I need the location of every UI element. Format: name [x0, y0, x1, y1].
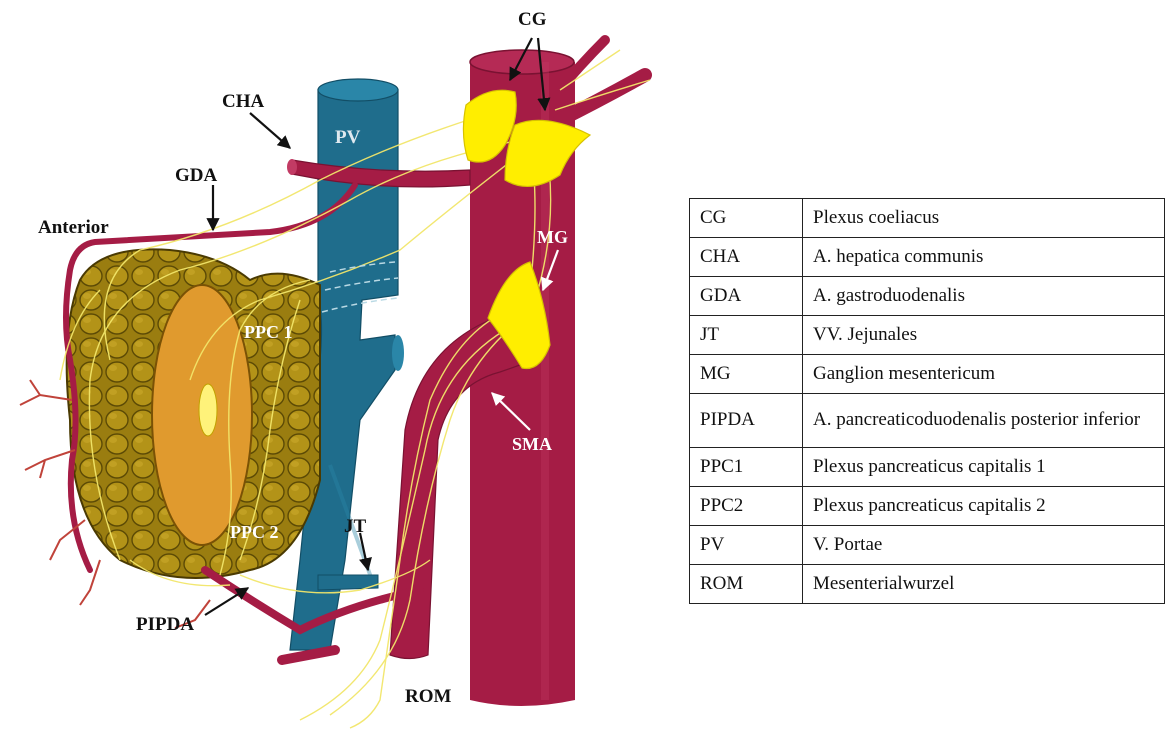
label-cg: CG [518, 9, 547, 30]
legend-row: PV V. Portae [690, 526, 1165, 565]
label-sma: SMA [512, 434, 552, 454]
legend-row: ROM Mesenterialwurzel [690, 565, 1165, 604]
abbreviation-legend-table: CG Plexus coeliacus CHA A. hepatica comm… [689, 198, 1165, 604]
legend-meaning: Plexus pancreaticus capitalis 2 [803, 487, 1165, 526]
label-mg: MG [537, 227, 568, 247]
legend-abbr: CG [690, 199, 803, 238]
label-gda: GDA [175, 165, 218, 186]
legend-row: CG Plexus coeliacus [690, 199, 1165, 238]
legend-abbr: PIPDA [690, 394, 803, 448]
legend-abbr: ROM [690, 565, 803, 604]
legend-meaning: Mesenterialwurzel [803, 565, 1165, 604]
legend-meaning: VV. Jejunales [803, 316, 1165, 355]
legend-meaning: A. gastroduodenalis [803, 277, 1165, 316]
legend-meaning: A. hepatica communis [803, 238, 1165, 277]
legend-row: GDA A. gastroduodenalis [690, 277, 1165, 316]
legend-meaning: Plexus pancreaticus capitalis 1 [803, 448, 1165, 487]
anatomy-illustration: CG CHA PV GDA Anterior MG PPC 1 SMA PPC … [0, 0, 660, 733]
legend-row: PPC2 Plexus pancreaticus capitalis 2 [690, 487, 1165, 526]
label-ppc1: PPC 1 [244, 322, 293, 342]
legend-abbr: PV [690, 526, 803, 565]
legend-meaning: Ganglion mesentericum [803, 355, 1165, 394]
legend-row: MG Ganglion mesentericum [690, 355, 1165, 394]
bile-duct-section [199, 384, 217, 436]
label-pv: PV [335, 127, 361, 148]
legend-row: PPC1 Plexus pancreaticus capitalis 1 [690, 448, 1165, 487]
label-rom: ROM [405, 686, 452, 707]
legend-row: JT VV. Jejunales [690, 316, 1165, 355]
legend-row: PIPDA A. pancreaticoduodenalis posterior… [690, 394, 1165, 448]
legend-abbr: MG [690, 355, 803, 394]
legend-abbr: PPC2 [690, 487, 803, 526]
legend-abbr: CHA [690, 238, 803, 277]
legend-abbr: GDA [690, 277, 803, 316]
legend-meaning: A. pancreaticoduodenalis posterior infer… [803, 394, 1165, 448]
coeliac-ganglion-right [505, 120, 590, 186]
label-ppc2: PPC 2 [230, 522, 279, 542]
legend-meaning: V. Portae [803, 526, 1165, 565]
label-pipda: PIPDA [136, 614, 194, 635]
legend-abbr: JT [690, 316, 803, 355]
label-cha: CHA [222, 91, 265, 112]
legend-abbr: PPC1 [690, 448, 803, 487]
legend-row: CHA A. hepatica communis [690, 238, 1165, 277]
label-jt: JT [344, 516, 367, 537]
pipda-artery-lower [282, 650, 335, 660]
label-anterior: Anterior [38, 217, 109, 238]
legend-meaning: Plexus coeliacus [803, 199, 1165, 238]
